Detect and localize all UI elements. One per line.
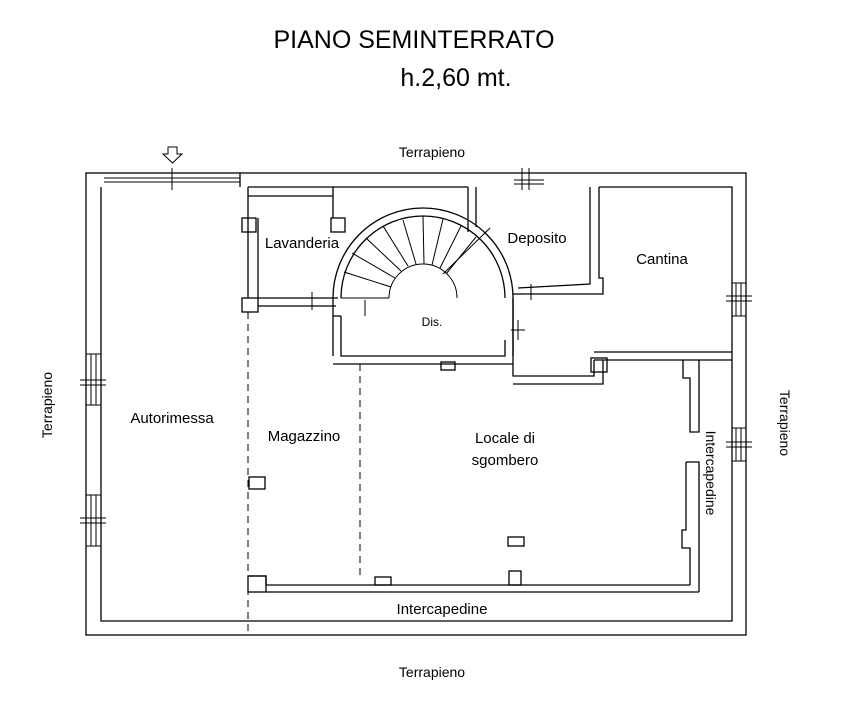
- intercapedine-bottom-walls: [247, 570, 699, 593]
- label-terrapieno-top: Terrapieno: [399, 144, 465, 160]
- label-terrapieno-bottom: Terrapieno: [399, 664, 465, 680]
- room-magazzino: Magazzino: [268, 428, 341, 445]
- label-terrapieno-left: Terrapieno: [39, 372, 55, 438]
- dashed-partitions: [247, 312, 361, 635]
- window-right-lower: [726, 427, 752, 462]
- room-disimpegno: Dis.: [422, 315, 443, 329]
- entrance-arrow-icon: [161, 146, 184, 164]
- room-intercapedine-right: Intercapedine: [703, 431, 719, 516]
- room-intercapedine-bottom: Intercapedine: [397, 601, 488, 618]
- room-cantina: Cantina: [636, 251, 688, 268]
- window-right-upper: [726, 282, 752, 317]
- disimpegno-walls: [333, 298, 608, 385]
- deposito-walls: [467, 187, 604, 300]
- window-left-lower: [80, 494, 106, 547]
- intercapedine-right-walls: [681, 360, 700, 592]
- room-deposito: Deposito: [507, 230, 566, 247]
- label-terrapieno-right: Terrapieno: [777, 390, 793, 456]
- window-top: [514, 168, 544, 190]
- lavanderia-walls: [241, 187, 346, 313]
- cantina-walls: [594, 351, 732, 361]
- ceiling-height: h.2,60 mt.: [400, 64, 511, 92]
- window-left-upper: [80, 353, 106, 406]
- outer-walls: [85, 172, 747, 636]
- column-blocks: [248, 476, 525, 547]
- plan-title: PIANO SEMINTERRATO: [273, 26, 554, 54]
- room-locale-line2: sgombero: [472, 452, 539, 469]
- room-autorimessa: Autorimessa: [130, 410, 214, 427]
- spiral-stair: [332, 207, 525, 356]
- room-lavanderia: Lavanderia: [265, 235, 340, 252]
- garage-door: [104, 168, 240, 190]
- room-locale-line1: Locale di: [475, 430, 535, 447]
